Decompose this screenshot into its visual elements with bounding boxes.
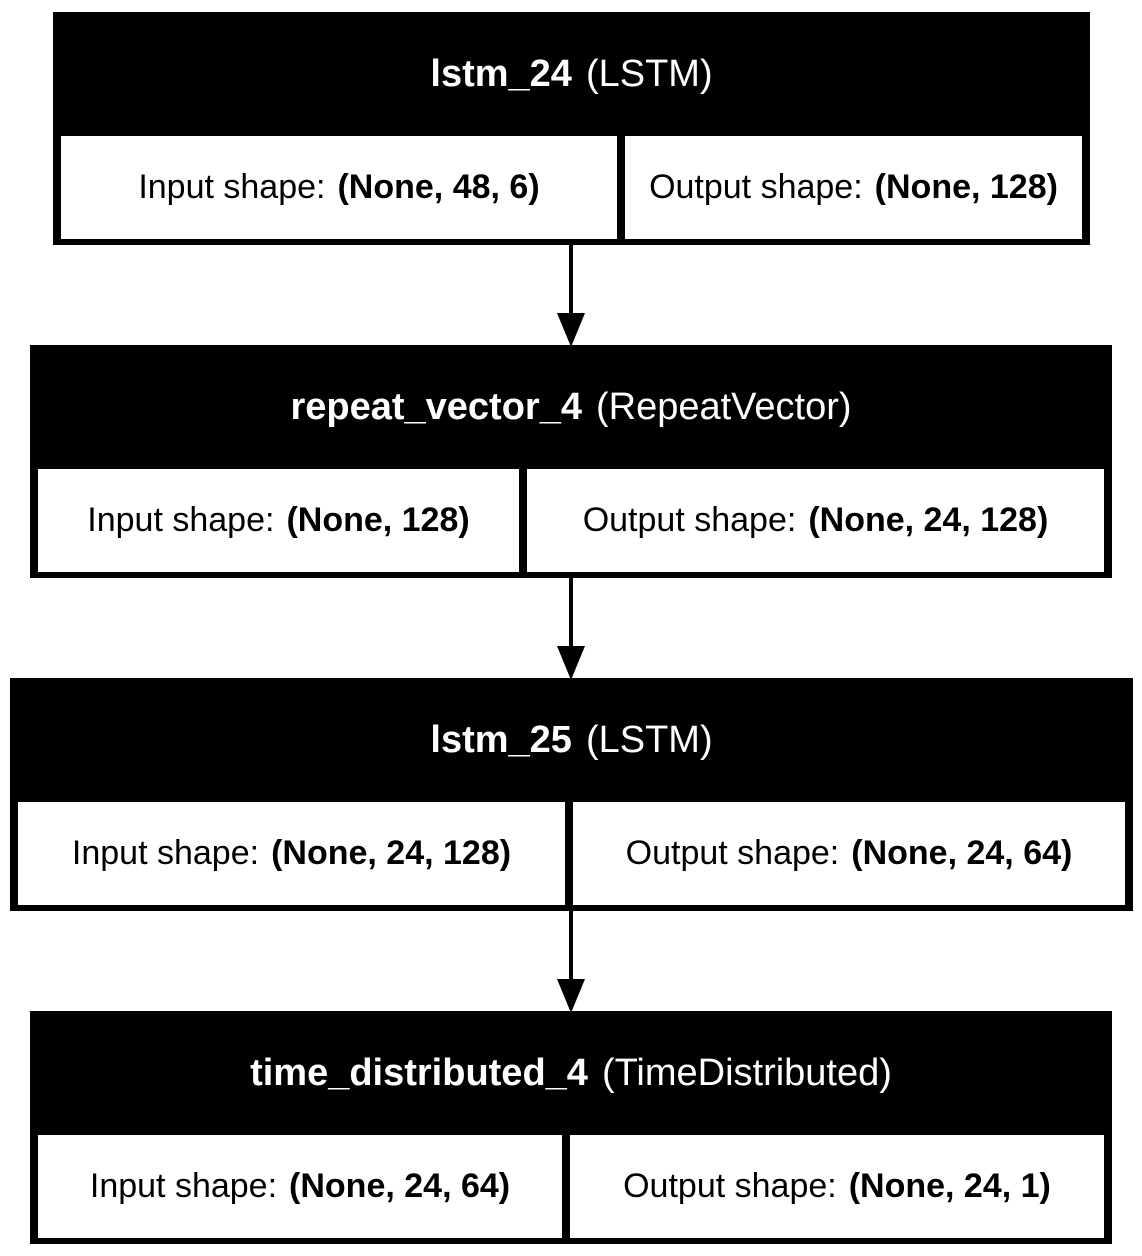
output-shape-label: Output shape: — [623, 1167, 837, 1205]
output-shape-cell: Output shape: (None, 128) — [625, 136, 1082, 239]
output-shape-label: Output shape: — [625, 834, 840, 872]
layer-name: repeat_vector_4 — [290, 385, 582, 428]
input-shape-label: Input shape: — [71, 834, 260, 872]
output-shape-cell: Output shape: (None, 24, 1) — [570, 1135, 1104, 1238]
edge-line — [569, 911, 573, 981]
output-shape-value: (None, 128) — [874, 168, 1058, 206]
input-shape-value: (None, 48, 6) — [337, 168, 540, 206]
edge-arrowhead — [557, 979, 585, 1013]
output-shape-cell: Output shape: (None, 24, 64) — [573, 802, 1125, 905]
input-shape-label: Input shape: — [89, 1167, 278, 1205]
output-shape-value: (None, 24, 128) — [808, 501, 1049, 539]
layer-time-distributed-4: time_distributed_4 (TimeDistributed) Inp… — [30, 1011, 1112, 1244]
input-shape-value: (None, 24, 64) — [289, 1167, 511, 1205]
output-shape-value: (None, 24, 64) — [851, 834, 1073, 872]
layer-type: (LSTM) — [585, 52, 713, 95]
layer-lstm-25: lstm_25 (LSTM) Input shape: (None, 24, 1… — [10, 678, 1133, 911]
layer-repeat-vector-4: repeat_vector_4 (RepeatVector) Input sha… — [30, 345, 1112, 578]
layer-type: (LSTM) — [585, 718, 713, 761]
output-shape-value: (None, 24, 1) — [848, 1167, 1051, 1205]
layer-name: lstm_24 — [430, 52, 572, 95]
input-shape-label: Input shape: — [138, 168, 326, 206]
input-shape-cell: Input shape: (None, 24, 128) — [18, 802, 565, 905]
layer-header: time_distributed_4 (TimeDistributed) — [30, 1011, 1112, 1135]
layer-header: lstm_25 (LSTM) — [10, 678, 1133, 802]
output-shape-label: Output shape: — [649, 168, 863, 206]
layer-type: (RepeatVector) — [595, 385, 852, 428]
edge-line — [569, 245, 573, 315]
input-shape-label: Input shape: — [87, 501, 275, 539]
layer-name: lstm_25 — [430, 718, 572, 761]
layer-name: time_distributed_4 — [250, 1051, 588, 1094]
layer-header: lstm_24 (LSTM) — [53, 12, 1090, 136]
input-shape-cell: Input shape: (None, 128) — [38, 469, 519, 572]
layer-type: (TimeDistributed) — [601, 1051, 892, 1094]
edge-arrowhead — [557, 646, 585, 680]
output-shape-cell: Output shape: (None, 24, 128) — [527, 469, 1104, 572]
input-shape-value: (None, 128) — [286, 501, 470, 539]
input-shape-cell: Input shape: (None, 24, 64) — [38, 1135, 562, 1238]
input-shape-value: (None, 24, 128) — [271, 834, 512, 872]
output-shape-label: Output shape: — [582, 501, 797, 539]
layer-lstm-24: lstm_24 (LSTM) Input shape: (None, 48, 6… — [53, 12, 1090, 245]
edge-arrowhead — [557, 313, 585, 347]
layer-header: repeat_vector_4 (RepeatVector) — [30, 345, 1112, 469]
input-shape-cell: Input shape: (None, 48, 6) — [61, 136, 617, 239]
edge-line — [569, 578, 573, 648]
